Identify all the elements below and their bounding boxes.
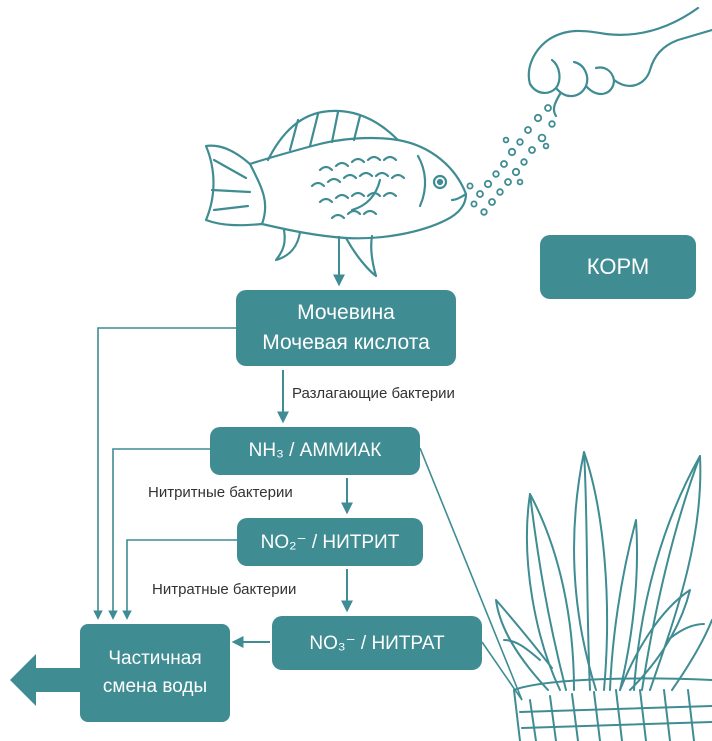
water-change-box: Частичная смена воды [80, 624, 230, 722]
feed-box: КОРМ [540, 235, 696, 299]
nitrate-label: NO₃⁻ / НИТРАТ [309, 632, 444, 655]
line-nitrite-to-water-change [127, 540, 237, 618]
urea-box: Мочевина Мочевая кислота [236, 290, 456, 366]
fish-food-pellets-icon [467, 105, 554, 215]
water-change-label-2: смена воды [103, 673, 207, 701]
nitrate-box: NO₃⁻ / НИТРАТ [272, 616, 482, 670]
decomposing-bacteria-label: Разлагающие бактерии [292, 385, 455, 402]
nitrate-bacteria-label: Нитратные бактерии [152, 581, 296, 598]
feed-label: КОРМ [587, 254, 649, 280]
fish-icon [206, 111, 466, 276]
water-outflow-arrow [10, 654, 80, 706]
urea-label: Мочевина [297, 298, 395, 328]
nitrite-box: NO₂⁻ / НИТРИТ [237, 518, 423, 566]
ammonia-label: NH₃ / АММИАК [249, 440, 382, 462]
aquarium-plant-icon [496, 452, 712, 741]
water-change-label-1: Частичная [108, 645, 201, 673]
ammonia-box: NH₃ / АММИАК [210, 427, 420, 475]
nitrite-bacteria-label: Нитритные бактерии [148, 484, 293, 501]
hand-icon [529, 8, 712, 116]
uric-acid-label: Мочевая кислота [262, 328, 430, 358]
nitrite-label: NO₂⁻ / НИТРИТ [261, 531, 400, 554]
